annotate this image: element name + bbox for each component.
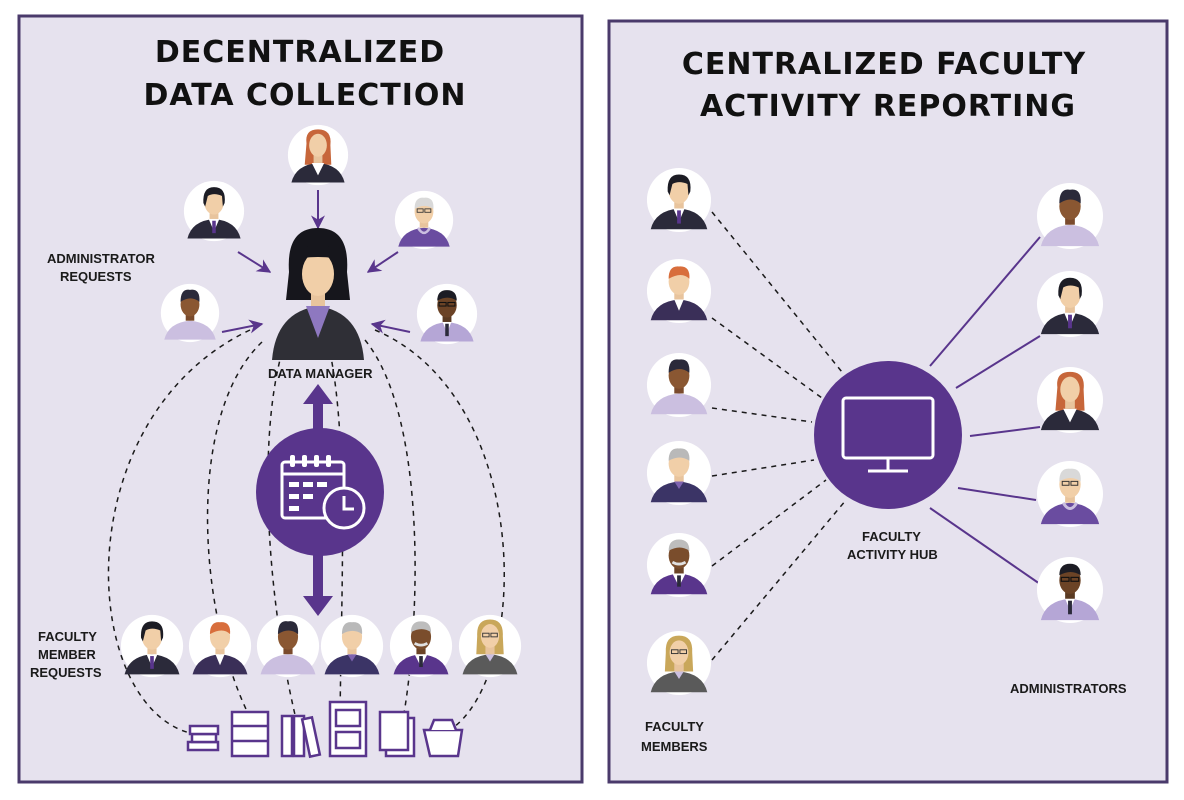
documents-icon	[378, 710, 416, 758]
administrator-avatar	[1036, 556, 1104, 624]
right-title-line2: ACTIVITY REPORTING	[700, 89, 1076, 124]
data-manager-avatar	[272, 228, 364, 360]
faculty-member-avatar	[320, 614, 384, 678]
dashed-connection-loops	[107, 329, 505, 736]
admin-requests-label-line1: ADMINISTRATOR	[47, 251, 155, 266]
admin-request-arrows	[221, 190, 411, 334]
faculty-requests-label-line3: REQUESTS	[30, 665, 102, 680]
administrator-avatar	[287, 124, 349, 186]
faculty-member-avatar	[120, 614, 184, 678]
faculty-member-avatar	[458, 614, 522, 678]
administrator-avatar	[1036, 366, 1104, 434]
file-cabinet-icon	[230, 710, 270, 758]
admin-requests-label-line2: REQUESTS	[60, 269, 132, 284]
faculty-member-avatar	[389, 614, 453, 678]
faculty-hub-dashed-lines	[711, 211, 847, 661]
administrator-avatar	[1036, 460, 1104, 528]
faculty-requests-label-line2: MEMBER	[38, 647, 96, 662]
administrator-avatar	[416, 283, 478, 345]
storage-icons	[186, 700, 464, 759]
administrator-avatar	[1036, 182, 1104, 250]
books-icon	[186, 724, 220, 752]
hub-label-line1: FACULTY	[862, 529, 921, 544]
monitor-icon	[814, 361, 962, 509]
faculty-member-avatar	[646, 167, 712, 233]
drawer-cabinet-icon	[328, 700, 368, 758]
calendar-clock-icon	[256, 428, 384, 556]
faculty-member-avatar	[646, 532, 712, 598]
hub-admin-lines	[929, 236, 1041, 585]
faculty-member-avatar	[646, 630, 712, 696]
left-title-line2: DATA COLLECTION	[143, 78, 466, 113]
administrators-label: ADMINISTRATORS	[1010, 681, 1127, 696]
faculty-member-avatar	[646, 352, 712, 418]
faculty-members-label-line1: FACULTY	[645, 719, 704, 734]
left-title-line1: DECENTRALIZED	[155, 35, 445, 70]
left-panel: DECENTRALIZED DATA COLLECTION ADMINISTRA…	[17, 14, 584, 784]
administrator-avatar	[160, 283, 220, 343]
administrator-avatar	[183, 180, 245, 242]
right-panel: CENTRALIZED FACULTY ACTIVITY REPORTING	[607, 19, 1169, 784]
hub-label-line2: ACTIVITY HUB	[847, 547, 938, 562]
data-manager-label: DATA MANAGER	[268, 366, 373, 381]
faculty-member-avatar	[256, 614, 320, 678]
faculty-requests-label-line1: FACULTY	[38, 629, 97, 644]
right-title-line1: CENTRALIZED FACULTY	[682, 47, 1087, 82]
binders-icon	[280, 714, 322, 759]
administrator-avatar	[394, 190, 454, 250]
faculty-member-avatar	[646, 258, 712, 324]
faculty-member-avatar	[646, 440, 712, 506]
faculty-member-avatar	[188, 614, 252, 678]
administrator-avatar	[1036, 270, 1104, 338]
faculty-members-label-line2: MEMBERS	[641, 739, 708, 754]
folder-icon	[422, 718, 464, 758]
